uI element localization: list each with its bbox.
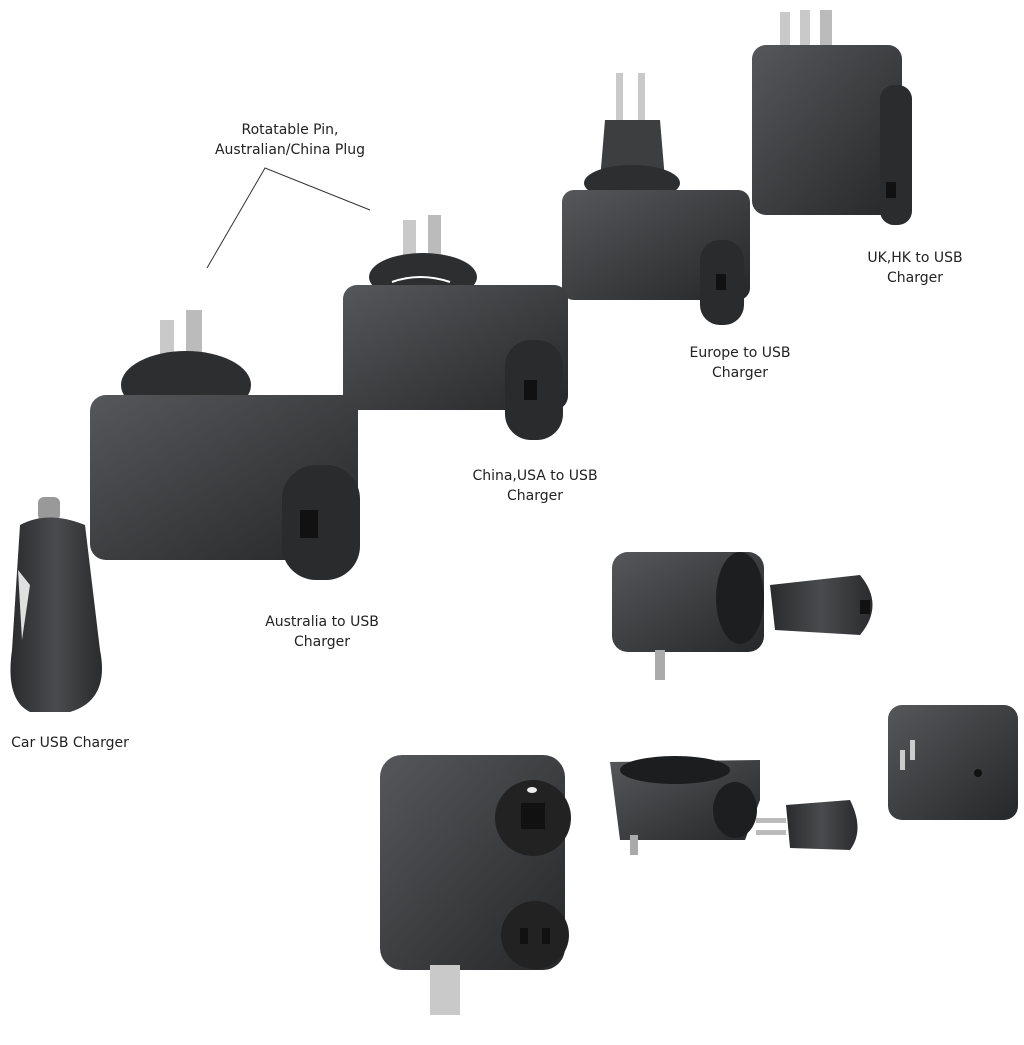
china-usa-charger (343, 215, 568, 440)
uk-hk-label: UK,HK to USB Charger (867, 248, 962, 288)
australia-charger (90, 310, 360, 580)
europe-charger (562, 73, 750, 325)
car-socket-adapter (612, 552, 873, 680)
label-line: UK,HK to USB (867, 250, 963, 266)
label-line: China,USA to USB (472, 468, 598, 484)
label-line: Europe to USB (689, 345, 791, 361)
uk-hk-charger (752, 10, 912, 225)
label-line: Rotatable Pin, (241, 122, 339, 138)
car-label: Car USB Charger (11, 733, 129, 753)
label-line: Charger (712, 365, 768, 381)
europe-label: Europe to USB Charger (690, 343, 791, 383)
china-usa-label: China,USA to USB Charger (472, 466, 597, 506)
label-line: Australia to USB (265, 614, 379, 630)
label-line: Car USB Charger (11, 735, 129, 751)
label-line: Charger (887, 270, 943, 286)
label-line: Charger (506, 488, 563, 504)
uk-wall-charger (380, 755, 571, 1015)
callout-line (206, 167, 371, 269)
car-charger (10, 497, 102, 712)
eu-socket-adapter (610, 756, 858, 855)
rotatable-pin-label: Rotatable Pin, Australian/China Plug (215, 120, 365, 160)
label-line: Australian/China Plug (214, 142, 366, 158)
australia-label: Australia to USB Charger (265, 612, 379, 652)
compact-aus-adapter (888, 705, 1018, 820)
label-line: Charger (294, 634, 350, 650)
